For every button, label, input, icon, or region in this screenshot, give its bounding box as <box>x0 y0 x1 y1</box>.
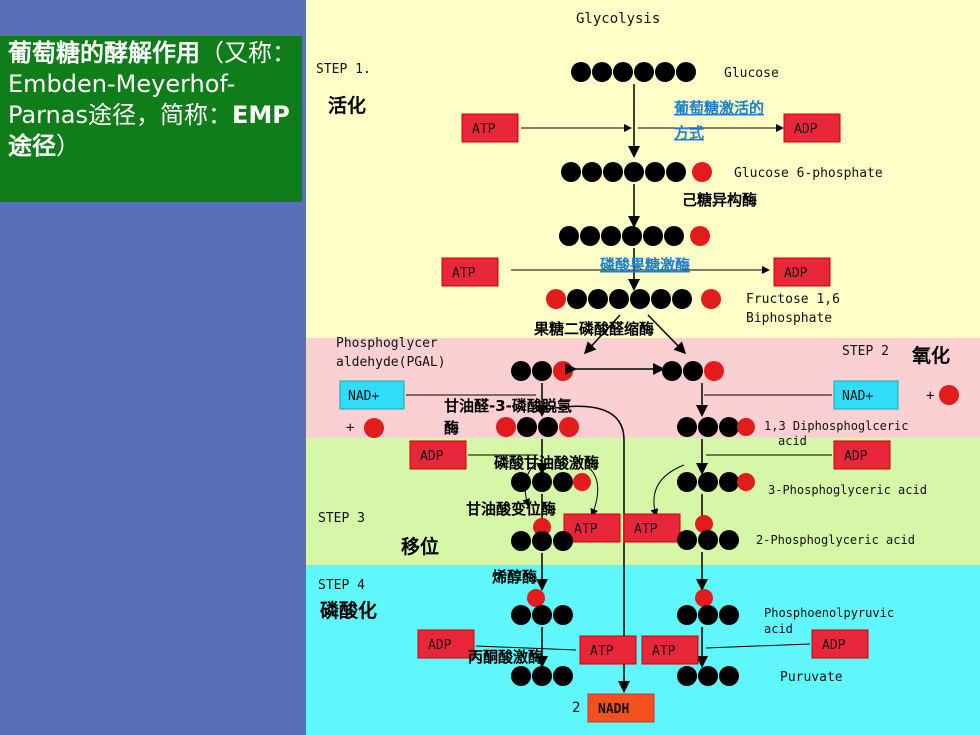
nadh-count: 2 <box>572 700 580 716</box>
fbp-label-2: Biphosphate <box>746 311 832 326</box>
pg2-right <box>677 515 739 550</box>
atp-label-4: ATP <box>634 522 658 537</box>
fbp-molecule <box>546 289 721 309</box>
atp-box-3 <box>563 513 621 543</box>
f6p-molecule <box>559 226 710 246</box>
enzyme-pgk: 磷酸甘油酸激酶 <box>494 454 599 472</box>
adp-label-1: ADP <box>794 122 818 137</box>
title-bold: 葡萄糖的酵解作用 <box>8 39 200 67</box>
diagram-title: Glycolysis <box>576 11 660 27</box>
bpg-label-2: acid <box>778 434 807 448</box>
step4-label: STEP 4 <box>318 578 365 593</box>
enzyme-pfk: 磷酸果糖激酶 <box>600 256 690 274</box>
pep-label-2: acid <box>764 622 793 636</box>
enzyme-enolase: 烯醇酶 <box>492 568 537 586</box>
pg2-label: 2-Phosphoglyceric acid <box>756 533 915 547</box>
atp-label-1: ATP <box>472 122 496 137</box>
nad-label-right: NAD+ <box>842 389 873 404</box>
pgal-label-2: aldehyde(PGAL) <box>336 355 446 370</box>
enzyme-pgm: 甘油酸变位酶 <box>466 500 556 518</box>
slide-title: 葡萄糖的酵解作用（又称：Embden-Meyerhof-Parnas途径，简称：… <box>8 38 298 162</box>
bpg-right <box>677 417 755 437</box>
atp-label-3: ATP <box>574 522 598 537</box>
enzyme-aldolase: 果糖二磷酸醛缩酶 <box>533 320 654 338</box>
pep-label-1: Phosphoenolpyruvic <box>764 606 894 620</box>
atp-label-2: ATP <box>452 266 476 281</box>
pyruvate-label: Puruvate <box>780 670 843 685</box>
plus-right: + <box>926 388 934 404</box>
adp-label-4: ADP <box>844 449 868 464</box>
fbp-label-1: Fructose 1,6 <box>746 292 840 307</box>
atp-label-5: ATP <box>590 644 614 659</box>
adp-box-2 <box>773 257 831 287</box>
pg3-right <box>677 472 755 492</box>
atp-box-1 <box>461 113 519 143</box>
title-bold-emp: EMP途径 <box>8 101 290 160</box>
title-box <box>0 36 302 202</box>
pgal-left <box>511 361 573 381</box>
pyruvate-left <box>511 666 573 686</box>
atp-box-5 <box>579 635 637 665</box>
phase-phosphorylation: 磷酸化 <box>320 599 377 622</box>
title-end: ） <box>56 132 80 160</box>
g6p-molecule <box>561 162 712 182</box>
g6p-label: Glucose 6-phosphate <box>734 166 883 181</box>
pg3-label: 3-Phosphoglyceric acid <box>768 483 927 497</box>
pep-right <box>677 589 739 625</box>
nadh-box <box>587 693 655 723</box>
adp-box-5 <box>417 629 475 659</box>
nad-label-left: NAD+ <box>348 389 379 404</box>
adp-label-2: ADP <box>784 266 808 281</box>
bpg-left <box>496 417 579 437</box>
atp-label-6: ATP <box>652 644 676 659</box>
glycolysis-diagram: Glycolysis STEP 1. STEP 2 STEP 3 STEP 4 … <box>306 0 980 735</box>
step3-label: STEP 3 <box>318 511 365 526</box>
phase-shift: 移位 <box>401 535 439 558</box>
adp-label-5: ADP <box>428 638 452 653</box>
adp-box-3 <box>409 440 467 470</box>
nad-box-right <box>833 380 899 410</box>
step1-label: STEP 1. <box>316 62 371 77</box>
enzyme-gapdh-1: 甘油醛-3-磷酸脱氢 <box>444 397 572 415</box>
pgal-right <box>662 361 724 381</box>
glucose-label: Glucose <box>724 66 779 81</box>
enzyme-hexokinase-1: 葡萄糖激活的 <box>673 99 764 117</box>
adp-label-6: ADP <box>822 638 846 653</box>
adp-box-6 <box>811 629 869 659</box>
enzyme-gapdh-2: 酶 <box>444 419 459 437</box>
enzyme-isomerase: 己糖异构酶 <box>682 191 757 209</box>
phase-oxidation: 氧化 <box>912 344 950 367</box>
nadh-label: NADH <box>598 702 629 717</box>
pgal-label-1: Phosphoglycer <box>336 336 438 351</box>
phase-activation: 活化 <box>328 94 366 117</box>
glucose-molecule <box>571 62 696 82</box>
enzyme-pk: 丙酮酸激酶 <box>468 648 543 666</box>
adp-label-3: ADP <box>420 449 444 464</box>
pep-left <box>511 589 573 625</box>
atp-box-2 <box>441 257 499 287</box>
step2-label: STEP 2 <box>842 344 889 359</box>
bpg-label-1: 1,3 Diphosphoglceric <box>764 419 909 433</box>
pyruvate-right <box>677 666 739 686</box>
pg2-left <box>511 518 573 551</box>
title-rest: （又称：Embden-Meyerhof-Parnas途径，简称： <box>8 39 296 129</box>
atp-box-6 <box>641 635 699 665</box>
adp-box-1 <box>783 113 841 143</box>
pg3-left <box>511 472 591 492</box>
adp-box-4 <box>833 440 891 470</box>
nad-box-left <box>339 380 405 410</box>
enzyme-hexokinase-2: 方式 <box>674 124 704 142</box>
plus-left: + <box>346 420 354 436</box>
atp-box-4 <box>623 513 681 543</box>
